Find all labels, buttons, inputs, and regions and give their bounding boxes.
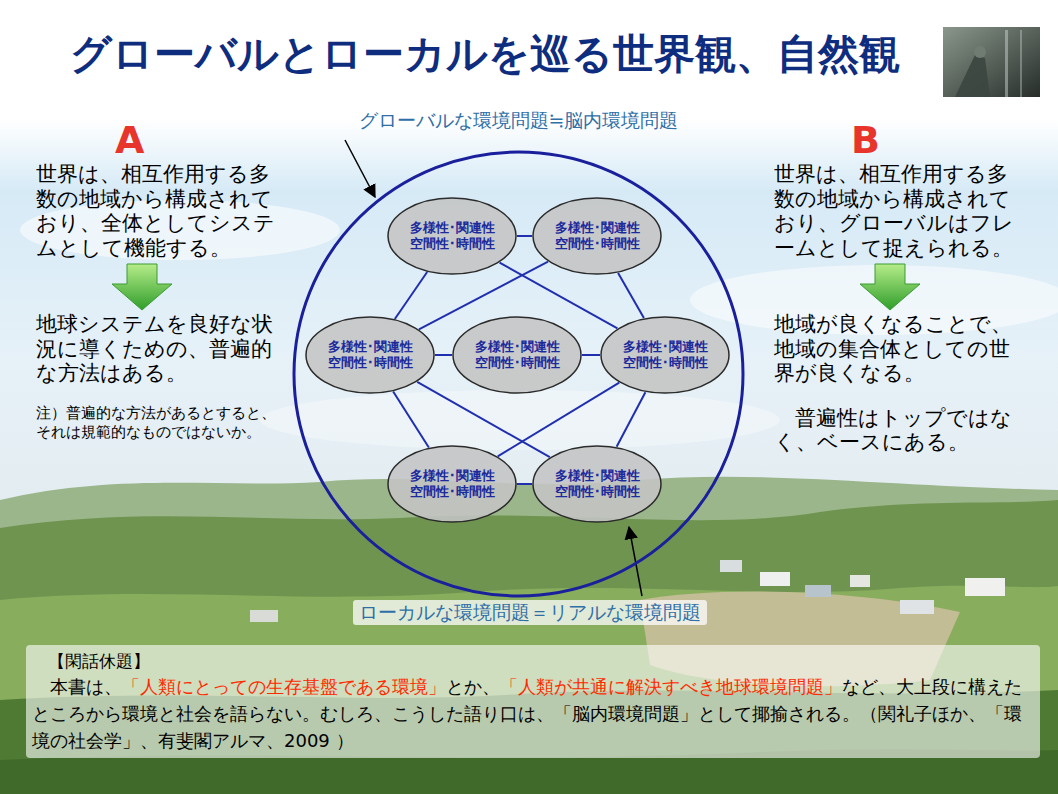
- down-arrow: [36, 260, 278, 312]
- slide-title: グローバルとローカルを巡る世界観、自然観: [20, 30, 950, 79]
- ellipse-shape: [388, 198, 516, 274]
- region-label: 多様性･関連性 空間性･時間性: [322, 339, 418, 371]
- region-label: 多様性･関連性 空間性･時間性: [404, 468, 500, 500]
- conclusion-text: 地球システムを良好な状況に導くための、普遍的な方法はある。: [36, 312, 278, 386]
- section-letter: B: [774, 118, 1016, 162]
- aside-highlight: 「人類が共通に解決すべき地球環境問題」: [500, 676, 842, 697]
- callout-label: ローカルな環境問題＝リアルな環境問題: [353, 600, 707, 625]
- ellipse-shape: [453, 317, 581, 393]
- aside-paragraph: 本書は、「人類にとっての生存基盤である環境」とか、「人類が共通に解決すべき地球環…: [32, 673, 1034, 754]
- region-label: 多様性･関連性 空間性･時間性: [617, 339, 713, 371]
- column-text: 世界は、相互作用する多数の地域から構成されており、グローバルはフレームとして捉え…: [774, 162, 1016, 260]
- principle-text: 普遍性はトップではなく、ベースにある。: [774, 406, 1016, 455]
- leader-line: [345, 140, 375, 197]
- world-circle: グローバルな環境問題≒脳内環境問題多様性･関連性 空間性･時間性多様性･関連性 …: [292, 150, 745, 598]
- callout-holder: ローカルな環境問題＝リアルな環境問題: [290, 600, 770, 625]
- ellipse-shape: [533, 198, 661, 274]
- statement-text: 世界は、相互作用する多数の地域から構成されており、全体としてシステムとして機能す…: [36, 162, 278, 260]
- ellipse-shape: [533, 446, 661, 522]
- region-link: [393, 391, 429, 447]
- column-head: A: [36, 118, 278, 162]
- column-text: 地球システムを良好な状況に導くための、普遍的な方法はある。注）普遍的な方法がある…: [36, 312, 278, 442]
- section-letter: A: [36, 118, 278, 162]
- region-link: [517, 235, 532, 237]
- ellipse-shape: [601, 317, 729, 393]
- region-ellipse: 多様性･関連性 空間性･時間性: [532, 197, 662, 275]
- region-label: 多様性･関連性 空間性･時間性: [469, 339, 565, 371]
- region-ellipse: 多様性･関連性 空間性･時間性: [305, 316, 435, 394]
- conclusion-text: 地域が良くなることで、地域の集合体としての世界が良くなる。: [774, 312, 1016, 386]
- region-link: [417, 382, 550, 457]
- region-ellipse: 多様性･関連性 空間性･時間性: [600, 316, 730, 394]
- ellipse-shape: [306, 317, 434, 393]
- column-head: B: [774, 118, 1016, 162]
- corner-photo: [943, 27, 1040, 97]
- region-ellipse: 多様性･関連性 空間性･時間性: [387, 445, 517, 523]
- region-link: [618, 273, 644, 318]
- region-link: [582, 354, 600, 356]
- region-link: [395, 272, 427, 319]
- view-column: B 世界は、相互作用する多数の地域から構成されており、グローバルはフレームとして…: [774, 118, 1016, 455]
- aside-text: とか、: [446, 676, 500, 697]
- note-text: 注）普遍的な方法があるとすると、それは規範的なものではないか。: [36, 404, 278, 442]
- region-link: [517, 483, 532, 485]
- region-label: 多様性･関連性 空間性･時間性: [549, 220, 645, 252]
- aside-highlight: 「人類にとっての生存基盤である環境」: [122, 676, 446, 697]
- aside-heading: 【閑話休題】: [32, 649, 1034, 673]
- region-link: [435, 354, 452, 356]
- region-ellipse: 多様性･関連性 空間性･時間性: [387, 197, 517, 275]
- statement-text: 世界は、相互作用する多数の地域から構成されており、グローバルはフレームとして捉え…: [774, 162, 1016, 260]
- region-ellipse: 多様性･関連性 空間性･時間性: [452, 316, 582, 394]
- column-text: 世界は、相互作用する多数の地域から構成されており、全体としてシステムとして機能す…: [36, 162, 278, 260]
- down-arrow: [774, 260, 1016, 312]
- aside-panel: 【閑話休題】 本書は、「人類にとっての生存基盤である環境」とか、「人類が共通に解…: [26, 645, 1040, 758]
- circle-shape: [294, 152, 743, 596]
- aside-text: 本書は、: [50, 676, 122, 697]
- column-text: 地域が良くなることで、地域の集合体としての世界が良くなる。普遍性はトップではなく…: [774, 312, 1016, 455]
- aside-head-holder: 【閑話休題】: [32, 649, 1034, 673]
- circle-callout: グローバルな環境問題≒脳内環境問題: [252, 108, 785, 133]
- ellipse-shape: [388, 446, 516, 522]
- region-label: 多様性･関連性 空間性･時間性: [404, 220, 500, 252]
- region-label: 多様性･関連性 空間性･時間性: [549, 468, 645, 500]
- view-column: A 世界は、相互作用する多数の地域から構成されており、全体としてシステムとして機…: [36, 118, 278, 442]
- region-ellipse: 多様性･関連性 空間性･時間性: [532, 445, 662, 523]
- region-link: [617, 392, 646, 447]
